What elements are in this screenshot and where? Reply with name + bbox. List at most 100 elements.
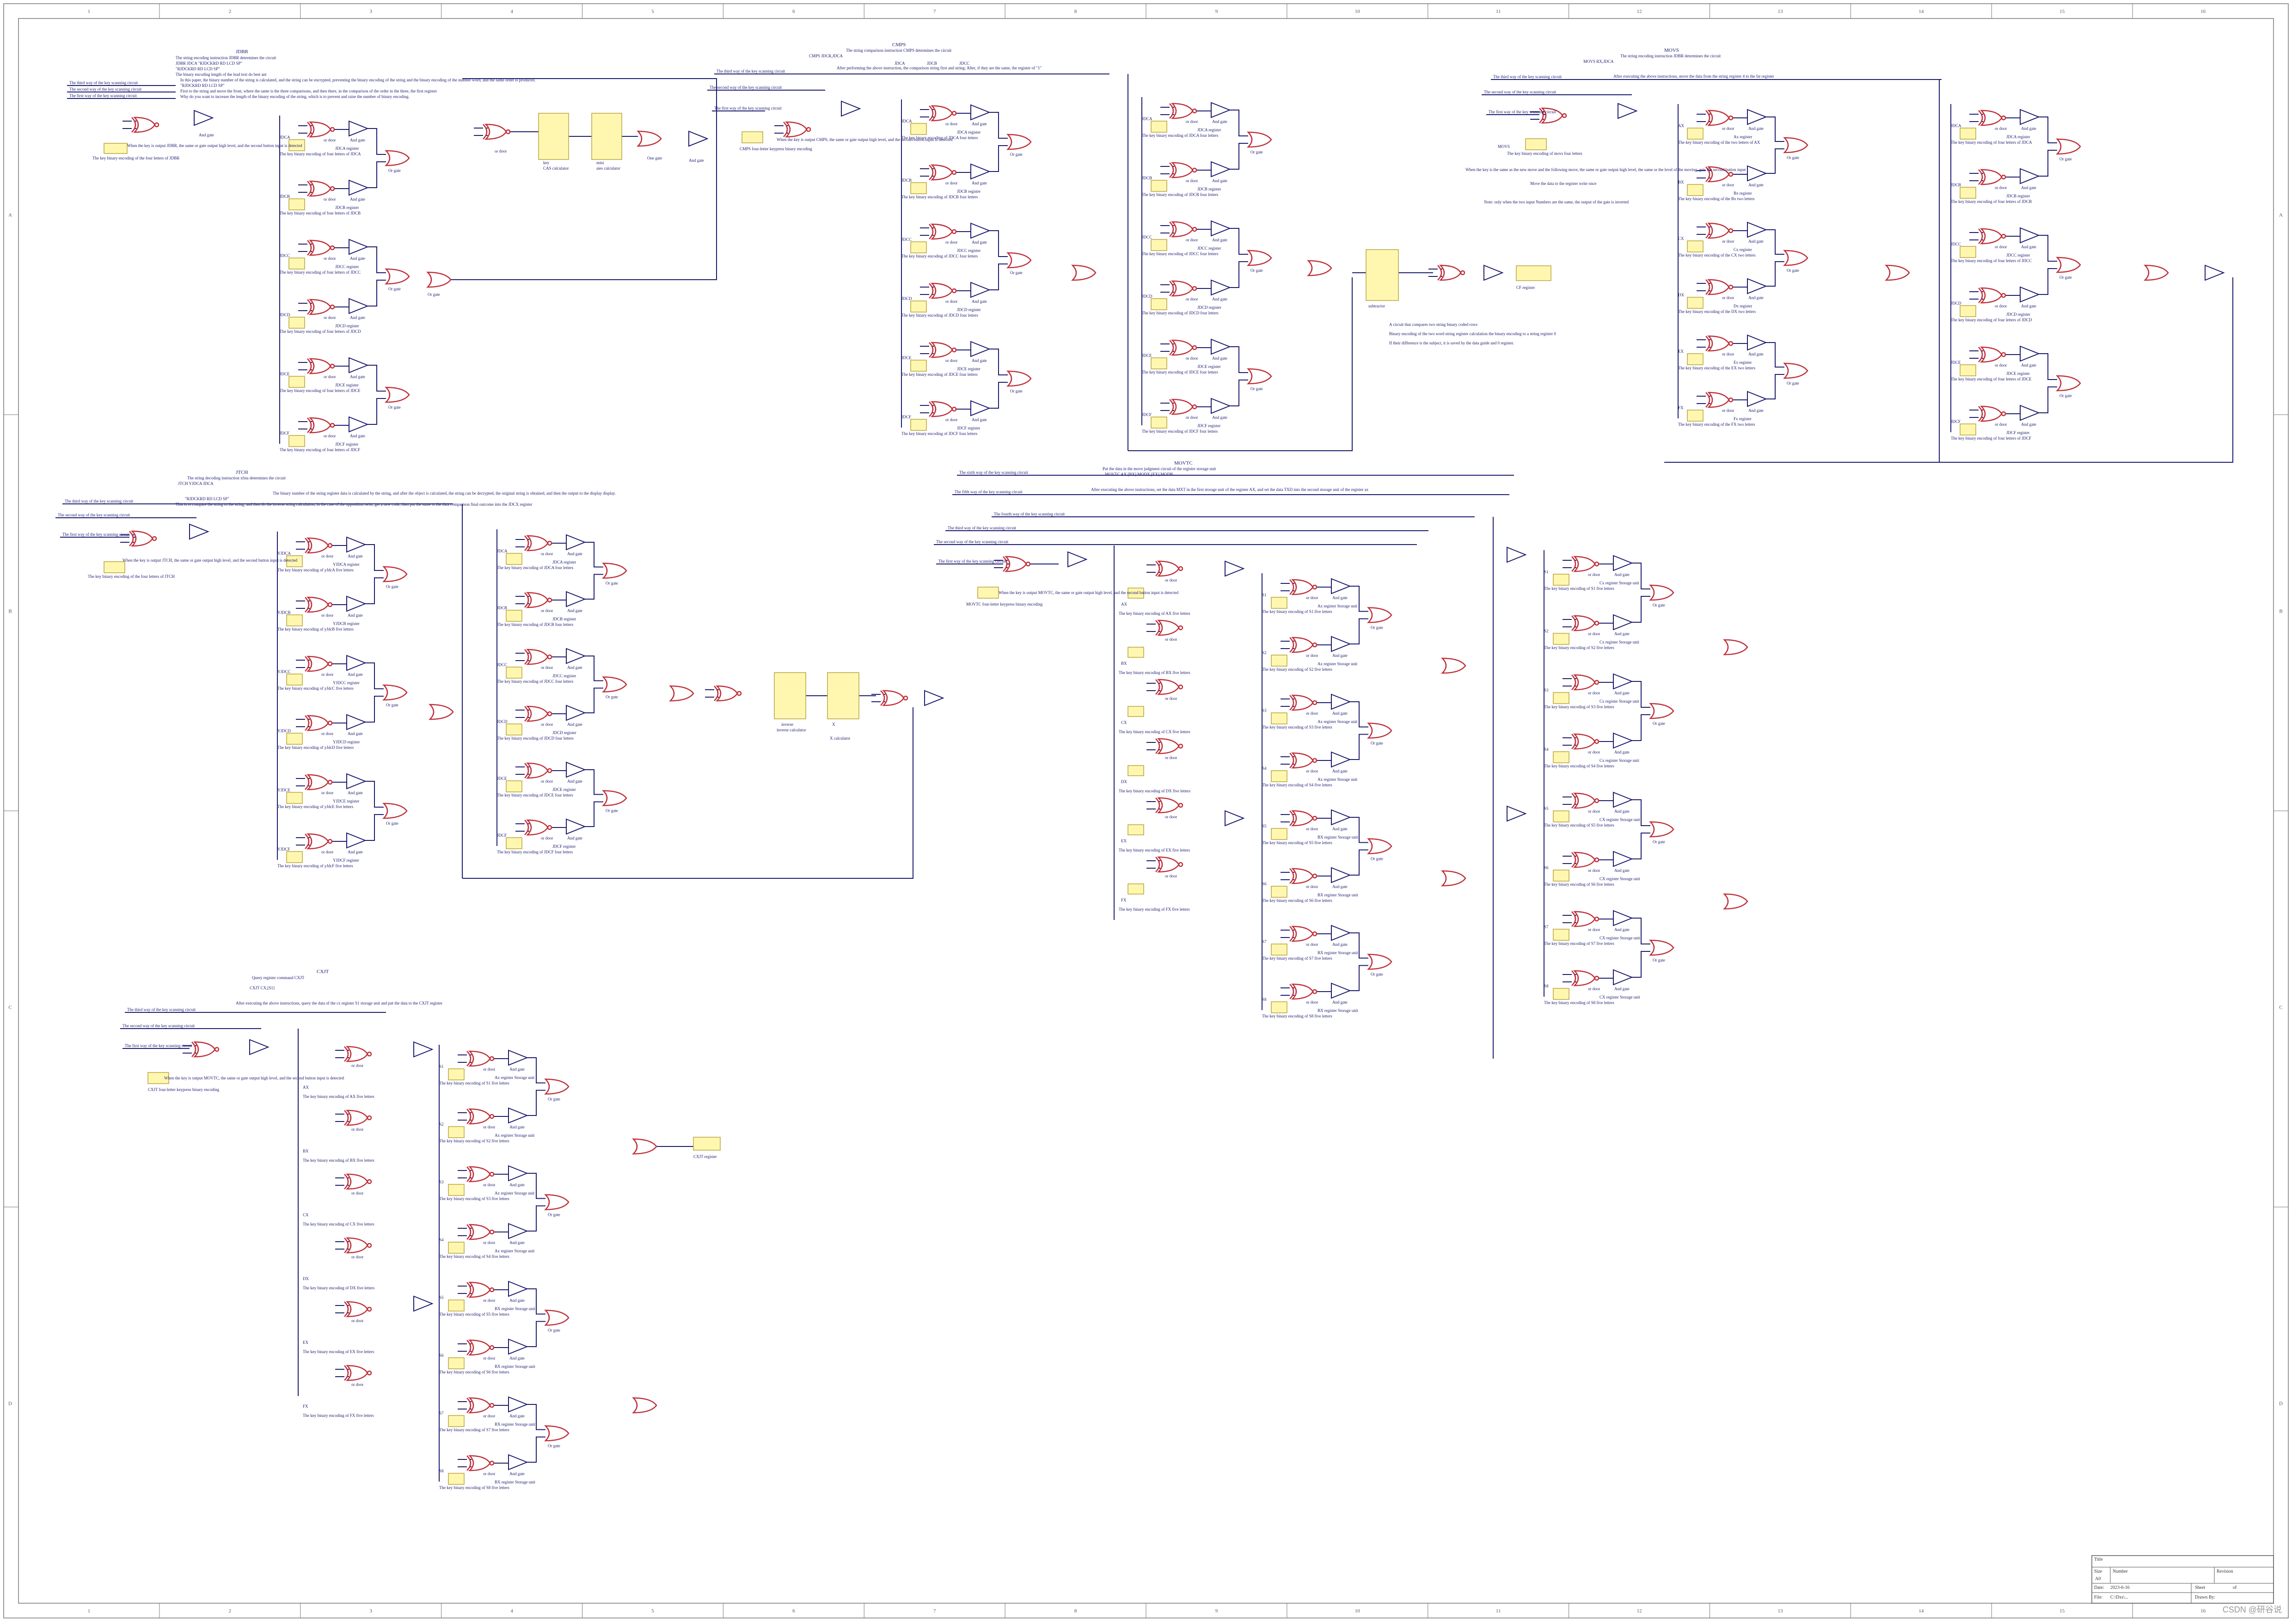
- register-target: JDCB register: [2006, 194, 2030, 198]
- register-target: JDCF register: [2006, 430, 2029, 435]
- date-value: 2023-6-16: [2110, 1585, 2130, 1590]
- and-gate: [566, 818, 586, 835]
- register-block: [448, 1357, 465, 1369]
- xnor-bubble: [1178, 684, 1183, 690]
- xnor-gate-body: [1291, 752, 1314, 769]
- scan-line-label: The second way of the key scanning circu…: [710, 85, 782, 90]
- gate-caption: or door: [1995, 304, 2007, 308]
- gate-caption: or door: [945, 122, 957, 126]
- register-desc: The key binary encoding of four letters …: [280, 388, 361, 393]
- xnor-gate: [307, 358, 335, 374]
- xnor-gate-body: [1979, 287, 2003, 304]
- xnor-bubble: [2001, 352, 2006, 357]
- xnor-bubble: [1192, 167, 1197, 173]
- size-value: A0: [2095, 1576, 2101, 1581]
- and-gate: [1507, 805, 1527, 822]
- xnor-gate-back: [344, 1110, 349, 1126]
- gate-caption: or door: [1588, 691, 1600, 695]
- xnor-bubble: [1728, 228, 1734, 233]
- gate-caption: or door: [541, 722, 553, 727]
- register-desc: The key binary encoding of JDCB four let…: [497, 622, 574, 627]
- scan-line-label: The first way of the key scanning circui…: [938, 559, 1006, 564]
- module-note: When the key is output JDBR, the same or…: [127, 143, 302, 148]
- xnor-gate-back: [1289, 695, 1294, 711]
- and-gate-body: [508, 1281, 528, 1297]
- xnor-gate: [524, 762, 552, 779]
- wire: [365, 577, 384, 604]
- xnor-gate-back: [131, 117, 136, 133]
- module-desc: First to the string and move the front, …: [180, 89, 437, 93]
- and-gate: [1225, 560, 1245, 577]
- gate-caption: Or gate: [2059, 157, 2072, 161]
- register-target: JDCB register: [552, 617, 576, 621]
- xnor-gate-back: [305, 715, 310, 731]
- gate-caption: or door: [1588, 750, 1600, 754]
- gate-caption: or door: [483, 1471, 495, 1476]
- register-block: [1553, 574, 1569, 586]
- xnor-gate-body: [468, 1397, 491, 1414]
- or-gate-body: [636, 130, 662, 147]
- register-block: [506, 723, 522, 735]
- xnor-bubble: [330, 363, 335, 369]
- gate-caption: Or gate: [1371, 741, 1383, 746]
- gate-caption: or door: [1588, 572, 1600, 577]
- and-gate: [508, 1165, 528, 1182]
- xnor-gate: [305, 774, 333, 791]
- register-block: [1687, 128, 1704, 140]
- xnor-gate: [1978, 110, 2006, 126]
- scan-line-label: The second way of the key scanning circu…: [123, 1023, 195, 1028]
- xnor-bubble: [1178, 803, 1183, 808]
- register-name: JDCC: [901, 237, 912, 242]
- xnor-gate-back: [1289, 579, 1294, 595]
- xnor-bubble: [214, 1047, 220, 1052]
- xnor-gate-body: [306, 537, 329, 554]
- register-block: [286, 614, 303, 626]
- xnor-bubble: [951, 110, 957, 116]
- register-desc: The key binary encoding of JDCF four let…: [901, 431, 978, 436]
- register-name: YJDCA: [277, 551, 291, 556]
- watermark: CSDN @研谷说: [2222, 1605, 2282, 1614]
- register-name: CX: [1678, 236, 1684, 241]
- xnor-gate: [1169, 398, 1197, 415]
- and-gate: [194, 110, 214, 126]
- gate-caption: And gate: [567, 836, 582, 840]
- xnor-gate-body: [345, 1109, 368, 1126]
- module-note: The key binary encoding of the four lett…: [92, 156, 179, 160]
- or-gate: [1006, 252, 1032, 269]
- wire: [365, 696, 384, 723]
- register-name: JDCF: [280, 431, 289, 435]
- xnor-gate-body: [468, 1281, 491, 1298]
- gate-caption: Or gate: [548, 1444, 560, 1448]
- xnor-gate-body: [133, 116, 156, 133]
- title-label: Title: [2094, 1557, 2103, 1562]
- and-gate-body: [1211, 102, 1231, 118]
- gate-caption: or door: [351, 1191, 363, 1195]
- register-name: S2: [1262, 650, 1267, 655]
- register-name: CX: [303, 1213, 309, 1217]
- gate-caption: or door: [1306, 884, 1318, 889]
- and-gate: [970, 104, 991, 121]
- register-name: JDCB: [1142, 176, 1152, 180]
- or-gate-body: [1783, 362, 1808, 379]
- wire: [1350, 817, 1368, 843]
- module-desc: MOVS RX,JDCA: [1583, 59, 1614, 64]
- or-gate: [631, 1397, 657, 1414]
- or-gate-body: [1006, 370, 1032, 387]
- register-block: [910, 300, 927, 313]
- xnor-bubble: [1312, 700, 1318, 705]
- gate-caption: And gate: [1332, 884, 1348, 889]
- and-gate: [349, 120, 369, 137]
- register-block: [742, 131, 763, 143]
- gate-caption: And gate: [509, 1298, 525, 1303]
- and-gate: [349, 239, 369, 255]
- register-name: S5: [439, 1295, 444, 1300]
- gate-caption: or door: [1186, 356, 1198, 361]
- xnor-bubble: [1594, 798, 1599, 803]
- xnor-gate-back: [1169, 399, 1174, 415]
- zone-col-label: 15: [2059, 1608, 2065, 1614]
- register-target: JDCF register: [552, 844, 576, 849]
- parts-layer: [104, 100, 2225, 1485]
- xnor-gate: [1289, 694, 1318, 711]
- register-target: BX register Storage unit: [495, 1306, 535, 1311]
- zone-col-label: 5: [651, 9, 654, 14]
